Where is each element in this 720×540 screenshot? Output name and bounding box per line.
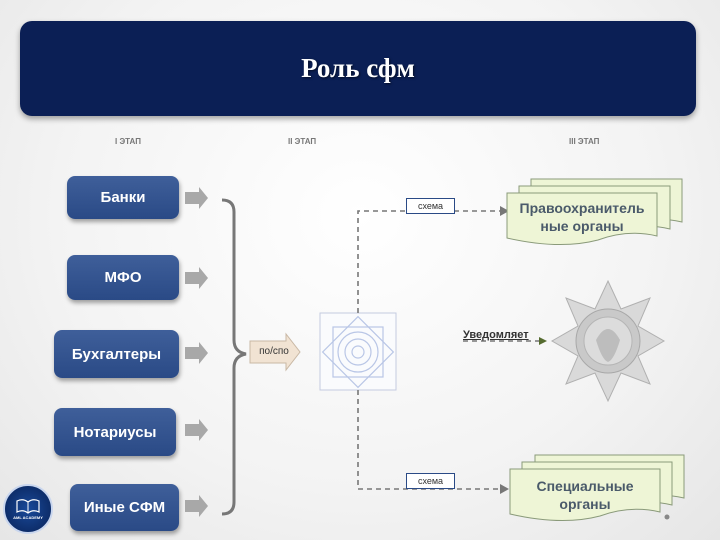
- bracket: [221, 198, 247, 516]
- title-bar: Роль сфм: [20, 21, 696, 116]
- target-special-bodies: Специальные органы: [536, 478, 634, 512]
- logo-text: AML ACADEMY: [13, 515, 43, 520]
- target-law-enforcement: Правоохранитель ные органы: [519, 200, 645, 234]
- connector-notify-arrowhead: [539, 337, 547, 345]
- scheme-label-bottom: схема: [406, 473, 455, 489]
- connector-bottom-arrowhead: [500, 484, 509, 494]
- arrow-other-sfm: [185, 495, 208, 517]
- aml-academy-logo: AML ACADEMY: [3, 484, 53, 534]
- connector-top-arrowhead: [500, 206, 509, 216]
- center-emblem-icon: [321, 315, 395, 389]
- page-title: Роль сфм: [301, 53, 415, 83]
- slide-marker: [664, 514, 670, 520]
- arrow-accountants: [185, 342, 208, 364]
- source-notaries[interactable]: Нотариусы: [54, 408, 176, 456]
- arrow-mfo: [185, 267, 208, 289]
- center-emblem-frame: [319, 312, 397, 391]
- source-accountants[interactable]: Бухгалтеры: [54, 330, 179, 378]
- state-emblem-icon: [550, 279, 666, 403]
- notify-label: Уведомляет: [463, 329, 529, 341]
- connector-top: [357, 210, 500, 313]
- po-spo-label: по/спо: [259, 346, 289, 357]
- source-mfo[interactable]: МФО: [67, 255, 179, 300]
- arrow-notaries: [185, 419, 208, 441]
- book-icon: [16, 499, 40, 514]
- source-banks[interactable]: Банки: [67, 176, 179, 219]
- stage-3-label: III ЭТАП: [569, 137, 600, 146]
- stage-2-label: II ЭТАП: [288, 137, 317, 146]
- scheme-label-top: схема: [406, 198, 455, 214]
- source-other-sfm[interactable]: Иные СФМ: [70, 484, 179, 531]
- arrow-banks: [185, 187, 208, 209]
- stage-1-label: I ЭТАП: [115, 137, 141, 146]
